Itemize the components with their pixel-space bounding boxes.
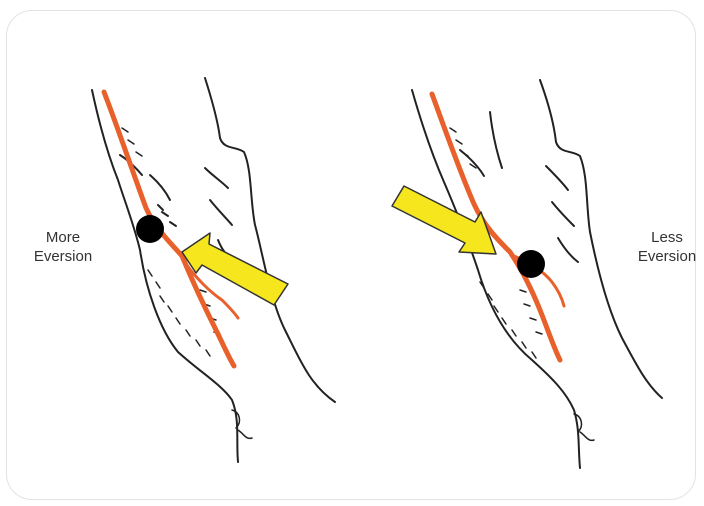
right-panel	[392, 80, 662, 468]
label-line: Eversion	[24, 247, 102, 266]
left-panel	[92, 78, 335, 462]
label-line: Eversion	[624, 247, 704, 266]
label-line: More	[24, 228, 102, 247]
right-bone-hatching	[450, 128, 594, 440]
dot-marker-icon	[517, 250, 545, 278]
less-eversion-label: Less Eversion	[624, 228, 704, 266]
left-joint-line	[104, 92, 234, 366]
dot-marker-icon	[136, 215, 164, 243]
label-line: Less	[624, 228, 704, 247]
more-eversion-label: More Eversion	[24, 228, 102, 266]
arrow-down-right-icon	[392, 186, 496, 254]
